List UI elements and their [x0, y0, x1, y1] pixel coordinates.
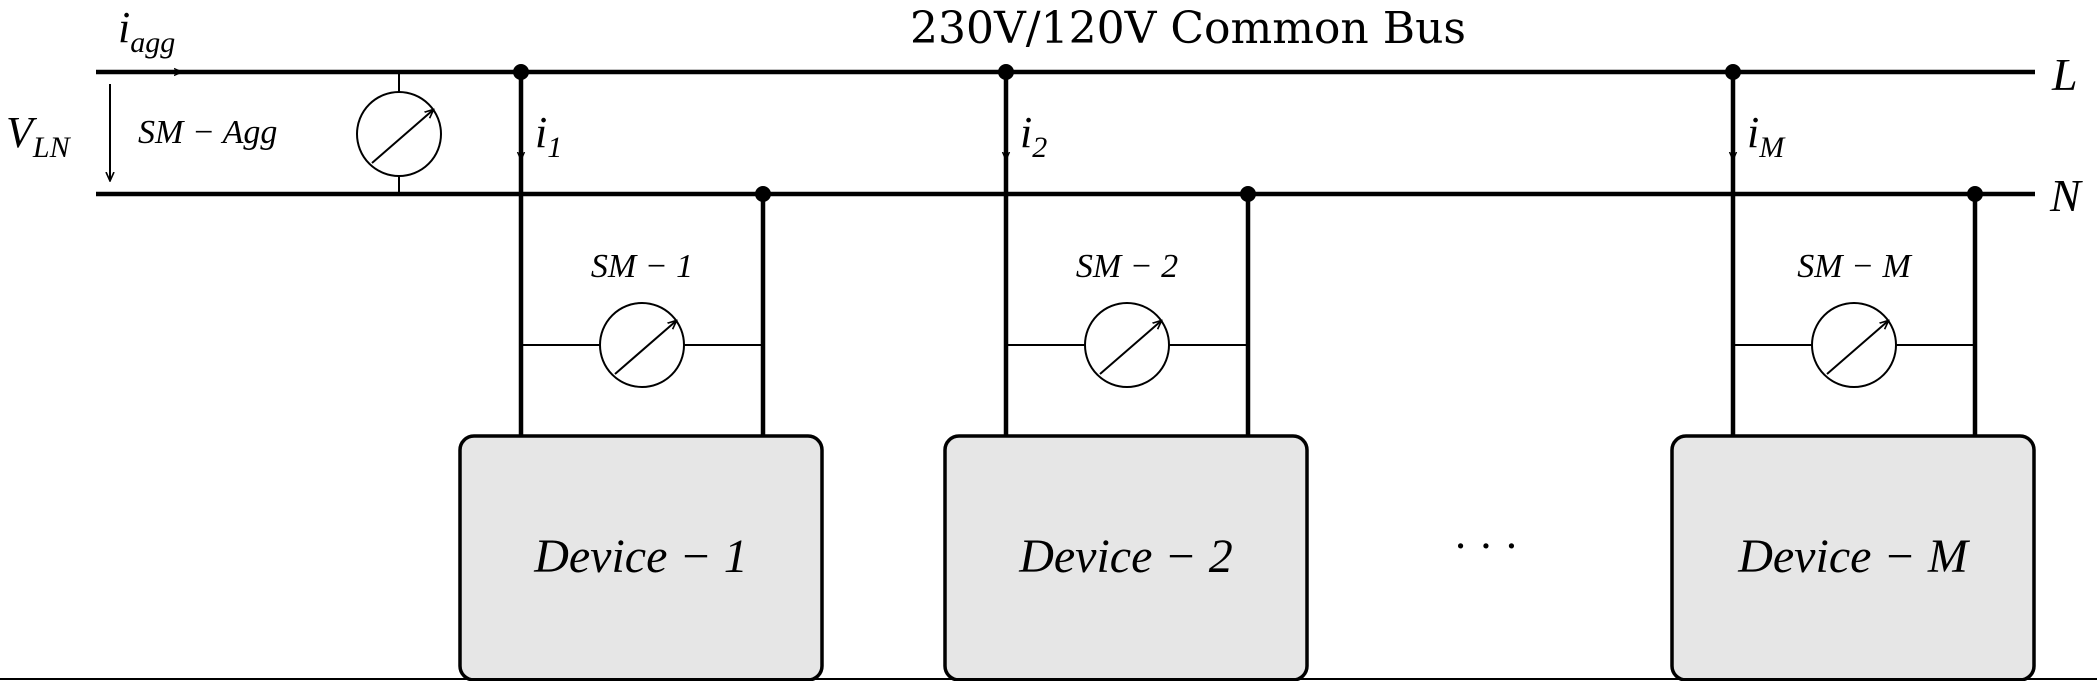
device-label: Device − 2 [1018, 530, 1233, 583]
neutral-junction-node [1240, 186, 1256, 202]
branch-meter-label: SM − 1 [591, 248, 693, 285]
branch-1: i1 SM − 1 Device − 1 [458, 64, 824, 681]
aggregate-meter-label: SM − Agg [138, 114, 277, 151]
branch-2: i2 SM − 2 Device − 2 [943, 64, 1309, 681]
line-junction-node [513, 64, 529, 80]
aggregate-current-label: iagg [118, 3, 175, 59]
line-label: L [2051, 49, 2078, 100]
branch-current-label: i1 [535, 108, 562, 164]
neutral-junction-node [755, 186, 771, 202]
neutral-junction-node [1967, 186, 1983, 202]
branch-3: iM SM − M Device − M [1670, 64, 2036, 681]
branch-current-label: iM [1747, 108, 1786, 164]
line-junction-node [998, 64, 1014, 80]
meter-dial-icon [599, 302, 685, 388]
neutral-label: N [2049, 170, 2083, 221]
bus-title: 230V/120V Common Bus [910, 3, 1466, 54]
meter-dial-icon [356, 91, 442, 177]
line-junction-node [1725, 64, 1741, 80]
device-label: Device − M [1737, 530, 1971, 583]
ellipsis: · · · [1454, 524, 1518, 570]
branch-group: i1 SM − 1 Device − 1 i2 SM − 2 Device − 2 iM SM… [458, 64, 2036, 681]
device-label: Device − 1 [533, 530, 748, 583]
branch-meter-label: SM − 2 [1076, 248, 1178, 285]
meter-dial-icon [1084, 302, 1170, 388]
branch-meter-label: SM − M [1797, 248, 1912, 285]
meter-dial-icon [1811, 302, 1897, 388]
voltage-label: VLN [6, 108, 72, 164]
branch-current-label: i2 [1020, 108, 1047, 164]
